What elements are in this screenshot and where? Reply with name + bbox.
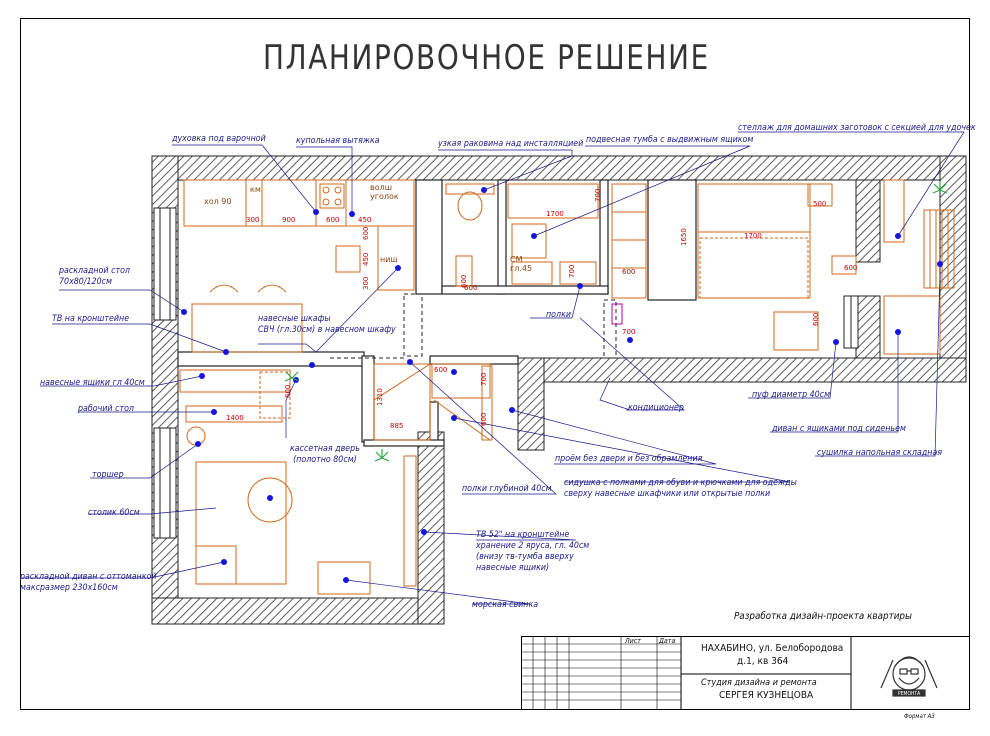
title-block-grid [521, 636, 970, 710]
dim-600f: 600 [460, 275, 468, 288]
title-block: Лист Дата НАХАБИНО, ул. Белобородова д.1… [521, 636, 970, 710]
tv-bracket-label: ТВ на кронштейне [52, 314, 130, 324]
dim-450: 450 [358, 216, 371, 224]
hanging-drawers-label: навесные ящики гл 40см [40, 378, 145, 388]
dim-1650: 1650 [680, 228, 688, 246]
dim-900: 900 [282, 216, 295, 224]
dim-450b: 450 [362, 253, 370, 266]
stamp-list-label: Лист [625, 637, 641, 645]
drawing-frame [20, 18, 970, 710]
desk-label: рабочий стол [78, 404, 134, 414]
conditioner-label: кондиционер [628, 403, 684, 413]
dim-1310: 1310 [376, 388, 384, 406]
wall-cabinets-label: навесные шкафы СВЧ (гл.30см) в навесном … [258, 314, 396, 335]
dim-600a: 600 [326, 216, 339, 224]
interior-walls [177, 179, 697, 447]
dim-1700a: 1700 [546, 210, 564, 218]
dim-600i: 600 [480, 413, 488, 426]
address-line-1: НАХАБИНО, ул. Белобородова [701, 643, 844, 654]
dim-1400: 1400 [226, 414, 244, 422]
shelves-label: полки [546, 310, 572, 320]
pouf-label: пуф диаметр 40см [752, 390, 831, 400]
dim-300b: 300 [362, 277, 370, 290]
dim-600j: 600 [464, 284, 477, 292]
opening-label: проём без двери и без обрамления [555, 454, 703, 464]
dashed-openings [330, 293, 617, 359]
format-label: Формат А3 [904, 713, 935, 720]
hood-label: купольная вытяжка [296, 136, 380, 146]
tv52-label: ТВ 52" на кронштейне хранение 2 яруса, г… [476, 530, 590, 573]
coffee-table-label: столик 60см [88, 508, 140, 518]
plant-icons [284, 181, 948, 462]
deep-shelves-label: полки глубиной 40см [462, 484, 552, 494]
floor-lamp-label: торшер [92, 470, 124, 480]
guinea-pig-label: морская свинка [472, 600, 539, 610]
stamp-date-label: Дата [659, 637, 676, 645]
label-points [181, 187, 943, 583]
page-title: ПЛАНИРОВОЧНОЕ РЕШЕНИЕ [263, 38, 710, 78]
dim-600h: 600 [284, 385, 292, 398]
dim-700c: 700 [622, 328, 635, 336]
sofa-drawers-label: диван с ящиками под сиденьем [772, 424, 906, 434]
dim-600e: 600 [812, 313, 820, 326]
leader-lines [20, 131, 965, 605]
studio-line-1: Студия дизайна и ремонта [701, 678, 817, 688]
fridge-label: хол 90 [204, 197, 231, 206]
dim-600c: 600 [622, 268, 635, 276]
cassette-door-label: кассетная дверь (полотно 80см) [290, 444, 360, 465]
furniture-layout [179, 179, 955, 595]
rack-label: стеллаж для домашних заготовок с секцией… [738, 123, 976, 133]
dim-700d: 700 [480, 373, 488, 386]
folding-table-label: раскладной стол 70х80/120см [59, 266, 130, 287]
nish-label: ниш [380, 255, 398, 264]
oven-label: духовка под варочной [172, 134, 266, 144]
studio-logo [880, 656, 938, 697]
dim-600g: 600 [434, 366, 447, 374]
project-label: Разработка дизайн-проекта квартиры [734, 611, 912, 622]
sink-label: узкая раковина над инсталляцией [438, 139, 584, 149]
dim-600b: 600 [362, 227, 370, 240]
dim-1700b: 1700 [744, 232, 762, 240]
dim-600d: 600 [844, 264, 857, 272]
vanity-label: подвесная тумба с выдвижным ящиком [586, 135, 754, 145]
km-label: км [250, 185, 261, 194]
shoe-bench-label: сидушка с полками для обуви и крючками д… [564, 478, 797, 499]
address-line-2: д.1, кв 364 [737, 656, 789, 667]
logo-text: РЕМОНТА [898, 691, 921, 697]
dim-300a: 300 [246, 216, 259, 224]
sofa-label: раскладной диван с оттоманкой максразмер… [20, 572, 157, 593]
dryer-label: сушилка напольная складная [817, 448, 943, 458]
windows [153, 207, 859, 539]
dim-700b: 700 [568, 265, 576, 278]
dim-500: 500 [813, 200, 826, 208]
dimension-labels: 300 900 600 450 600 300 450 1700 700 165… [226, 189, 857, 430]
dim-885: 885 [390, 422, 403, 430]
studio-line-2: СЕРГЕЯ КУЗНЕЦОВА [719, 690, 814, 701]
dim-700a: 700 [594, 189, 602, 202]
